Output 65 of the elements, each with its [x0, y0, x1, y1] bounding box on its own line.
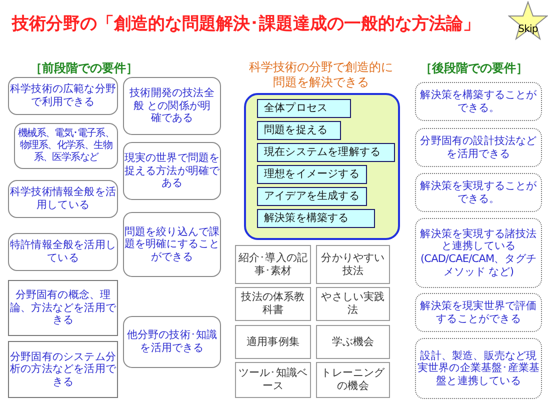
requirement-box — [415, 128, 542, 167]
requirement-box — [8, 180, 118, 218]
requirement-box — [123, 316, 221, 368]
resource-box — [316, 325, 390, 359]
node-text: 解決策を構築する — [264, 212, 349, 225]
node-text: Skip — [518, 24, 538, 36]
node-text: 現在システムを理解する — [264, 146, 381, 159]
node-text: 問題を絞り込んで課題を明確にすることができる — [124, 226, 220, 264]
node-text: アイデアを生成する — [264, 190, 360, 203]
node-text: トレーニングの機会 — [320, 367, 386, 393]
node-text: 他分野の技術･知識を活用できる — [126, 329, 218, 355]
section-heading: 科学技術の分野で創造的に問題を解決できる — [248, 60, 394, 90]
node-text: 紹介･導入の記事･素材 — [237, 252, 309, 278]
resource-box — [235, 325, 311, 359]
process-panel — [244, 93, 400, 240]
node-text: 技法の体系教科書 — [240, 291, 306, 317]
node-text: 分野固有の概念、理論、方法などを活用できる — [9, 289, 117, 327]
process-step-box — [257, 187, 367, 206]
node-text: 分野固有のシステム分析の方法などを活用できる — [9, 350, 117, 388]
process-step-box — [257, 99, 351, 118]
requirement-box — [415, 173, 542, 212]
node-text: 解決策を実現する諸技法と連携している(CAD/CAE/CAM、タグチメソッド など) — [419, 228, 538, 278]
resource-box — [235, 362, 311, 398]
requirement-box — [123, 212, 221, 277]
node-text: やさしい実践法 — [320, 291, 386, 317]
requirement-box — [123, 77, 221, 135]
node-text: 特許情報全般を活用している — [9, 239, 117, 265]
requirement-box — [8, 280, 118, 336]
skip-star-button — [508, 1, 548, 41]
node-text: 現実の世界で問題を捉える方法が明確である — [124, 152, 220, 190]
node-text: 問題を捉える — [264, 124, 328, 137]
requirement-box — [415, 82, 542, 121]
requirement-box — [8, 341, 118, 398]
node-text: 解決策を実現することができる。 — [419, 180, 538, 206]
node-text: 機械系、電気･電子系、物理系、化学系、生物系、医学系など — [17, 128, 115, 164]
node-text: 解決策を現実世界で評価することができる — [419, 300, 538, 326]
requirement-box — [415, 218, 542, 288]
requirement-box — [8, 233, 118, 271]
node-text: 適用事例集 — [246, 336, 300, 348]
section-heading: ［前段階での要件］ — [30, 60, 138, 77]
node-text: 分かりやすい技法 — [320, 252, 386, 278]
node-text: 技術開発の技法全般 との関係が明確である — [129, 87, 215, 125]
requirement-box — [415, 338, 542, 399]
resource-box — [316, 245, 390, 284]
requirement-box — [8, 77, 118, 115]
process-step-box — [257, 165, 367, 184]
node-text: ツール･知識ベース — [237, 367, 309, 393]
node-text: 科学技術の広範な分野で利用できる — [9, 83, 117, 109]
node-text: 全体プロセス — [264, 102, 328, 115]
node-text: 分野固有の設計技法などを活用できる — [419, 134, 538, 160]
process-step-box — [257, 143, 395, 162]
process-step-box — [257, 121, 341, 140]
node-text: 学ぶ機会 — [332, 336, 374, 348]
resource-box — [235, 287, 311, 321]
node-text: 理想をイメージする — [264, 168, 360, 181]
requirement-box — [415, 293, 542, 332]
requirement-box — [123, 142, 221, 200]
node-text: 科学技術情報全般を活用している — [9, 186, 117, 212]
node-text: 解決策を構築することができる。 — [419, 88, 538, 114]
node-text: 設計、製造、販売など現実世界の企業基盤･産業基盤と連携している — [416, 350, 541, 388]
resource-box — [235, 245, 311, 284]
process-step-box — [257, 209, 375, 228]
section-heading: ［後段階での要件］ — [420, 60, 528, 77]
title: 技術分野の「創造的な問題解決･課題達成の一般的な方法論」 — [12, 13, 480, 35]
resource-box — [316, 362, 390, 398]
